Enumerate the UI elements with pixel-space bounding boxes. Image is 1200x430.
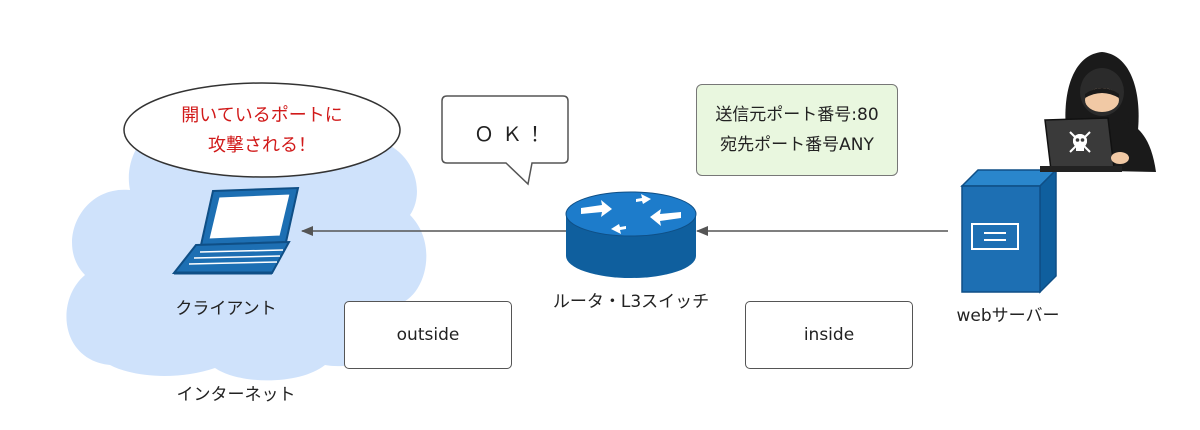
outside-zone-box: outside — [344, 301, 512, 369]
attack-callout-text: 開いているポートに 攻撃される！ — [142, 101, 382, 161]
packet-note-dest-port: 宛先ポート番号ANY — [720, 135, 874, 155]
server-label: webサーバー — [956, 306, 1060, 326]
ok-speech-bubble — [441, 95, 569, 186]
attack-callout-line1: 開いているポートに — [181, 105, 343, 126]
router-icon — [565, 191, 697, 278]
laptop-icon — [171, 186, 300, 275]
attack-callout-bubble — [123, 82, 401, 178]
inside-zone-box: inside — [745, 301, 913, 369]
router-label: ルータ・L3スイッチ — [552, 292, 710, 312]
packet-note-source-port: 送信元ポート番号:80 — [715, 105, 879, 125]
hacker-icon — [1040, 52, 1156, 172]
ok-bubble-text: ＯＫ！ — [474, 122, 558, 146]
server-icon — [960, 168, 1058, 294]
internet-label: インターネット — [176, 385, 296, 405]
client-label: クライアント — [175, 299, 277, 319]
packet-port-note: 送信元ポート番号:80 宛先ポート番号ANY — [696, 84, 898, 176]
attack-callout-line2: 攻撃される！ — [208, 135, 316, 156]
